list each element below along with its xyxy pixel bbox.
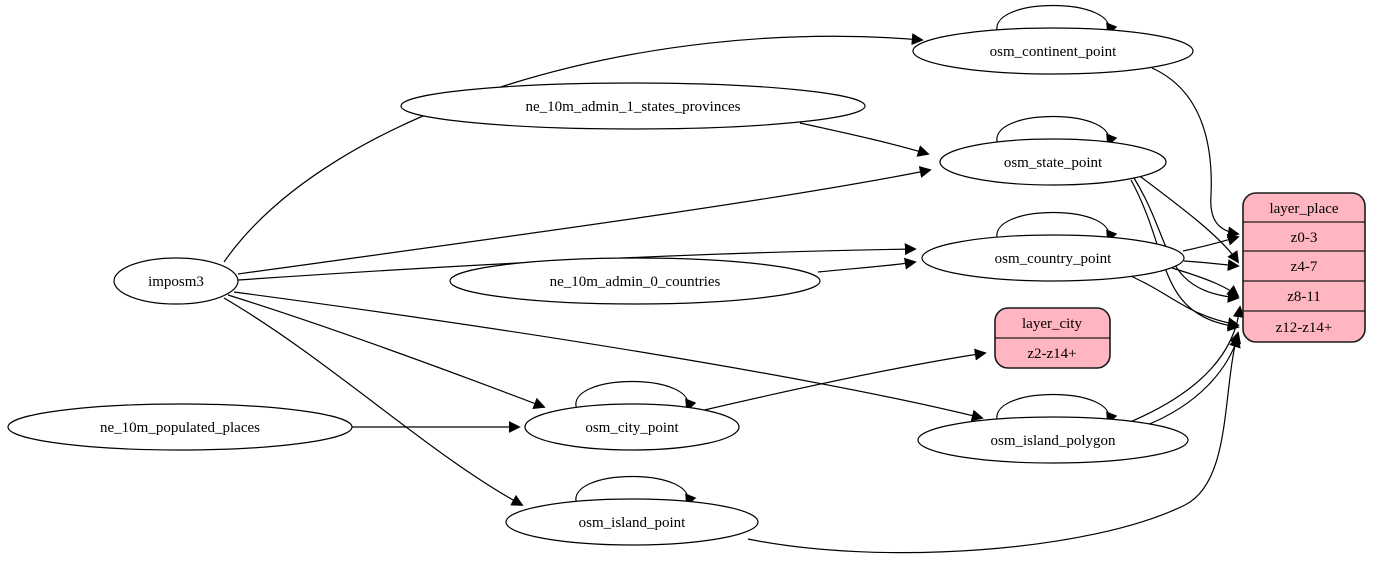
edge-imposm3-osm_city_point (227, 294, 546, 409)
node-osm_continent_point-label: osm_continent_point (990, 44, 1117, 60)
edge-osm_country_point-layer_place-z8-11 (1171, 267, 1240, 298)
record-layer_place-title: layer_place (1269, 201, 1338, 217)
record-layer_city: layer_city z2-z14+ (994, 307, 1111, 369)
record-layer_place-row-z8-11: z8-11 (1287, 289, 1321, 305)
record-layer_place: layer_place z0-3 z4-7 z8-11 z12-z14+ (1242, 192, 1366, 343)
edge-osm_island_polygon-layer_place-z12-z14 (1141, 335, 1241, 428)
node-ne_10m_populated_places: ne_10m_populated_places (7, 403, 353, 451)
edge-osm_country_point-layer_place-z0-3 (1182, 233, 1240, 252)
node-ne_10m_admin_0_countries-label: ne_10m_admin_0_countries (550, 274, 721, 290)
edge-osm_island_point-layer_place-z12-z14 (747, 331, 1242, 554)
node-osm_continent_point: osm_continent_point (912, 27, 1194, 75)
node-osm_island_point: osm_island_point (505, 498, 759, 546)
edge-osm_country_point-layer_place-z4-7 (1183, 259, 1240, 272)
edge-osm_island_polygon-layer_place-z8-11 (1129, 305, 1245, 423)
selfloop-osm_island_point (575, 476, 697, 507)
edge-imposm3-osm_state_point (237, 166, 932, 275)
selfloop-osm_city_point (575, 381, 697, 412)
edge-osm_city_point-layer_city-z2-z14 (699, 348, 987, 412)
edge-osm_state_point-layer_place-z8-11 (1133, 177, 1240, 303)
record-layer_place-row-z4-7: z4-7 (1291, 259, 1318, 275)
edge-imposm3-osm_island_polygon (233, 291, 984, 422)
node-imposm3-label: imposm3 (148, 274, 204, 290)
selfloop-osm_continent_point (996, 5, 1118, 36)
node-ne_10m_admin_1_states_provinces: ne_10m_admin_1_states_provinces (400, 82, 866, 130)
edge-imposm3-osm_continent_point (223, 33, 924, 263)
selfloop-osm_state_point (996, 116, 1118, 147)
record-layer_city-row-z2-z14: z2-z14+ (1027, 346, 1076, 362)
node-ne_10m_populated_places-label: ne_10m_populated_places (100, 420, 260, 436)
node-osm_island_polygon-label: osm_island_polygon (990, 433, 1116, 449)
edge-osm_continent_point-layer_place-z0-3 (1151, 67, 1240, 239)
node-osm_island_point-label: osm_island_point (579, 515, 687, 531)
edge-ne_10m_admin_1_states_provinces-osm_state_point (799, 122, 930, 157)
edge-osm_country_point-layer_place-z12-z14 (1123, 272, 1240, 330)
edge-imposm3-osm_island_point (223, 297, 524, 506)
selfloop-osm_island_polygon (996, 394, 1118, 425)
node-osm_state_point-label: osm_state_point (1004, 155, 1103, 171)
node-ne_10m_admin_1_states_provinces-label: ne_10m_admin_1_states_provinces (526, 99, 741, 115)
record-layer_place-box (1242, 192, 1366, 343)
edge-ne_10m_admin_0_countries-osm_country_point (817, 257, 917, 273)
edge-osm_state_point-layer_place-z4-7 (1136, 173, 1239, 264)
node-osm_country_point-label: osm_country_point (995, 251, 1112, 267)
node-osm_city_point: osm_city_point (524, 403, 740, 451)
selfloop-osm_country_point (996, 212, 1118, 243)
node-osm_city_point-label: osm_city_point (585, 420, 679, 436)
node-osm_country_point: osm_country_point (921, 234, 1185, 282)
record-layer_place-row-z12-z14: z12-z14+ (1276, 320, 1333, 336)
edge-osm_state_point-layer_place-z12-z14 (1130, 179, 1240, 332)
node-ne_10m_admin_0_countries: ne_10m_admin_0_countries (449, 257, 821, 305)
node-imposm3: imposm3 (113, 257, 239, 305)
record-layer_city-title: layer_city (1022, 316, 1082, 332)
node-osm_state_point: osm_state_point (939, 138, 1167, 186)
node-osm_island_polygon: osm_island_polygon (917, 416, 1189, 464)
record-layer_place-row-z0-3: z0-3 (1291, 230, 1318, 246)
